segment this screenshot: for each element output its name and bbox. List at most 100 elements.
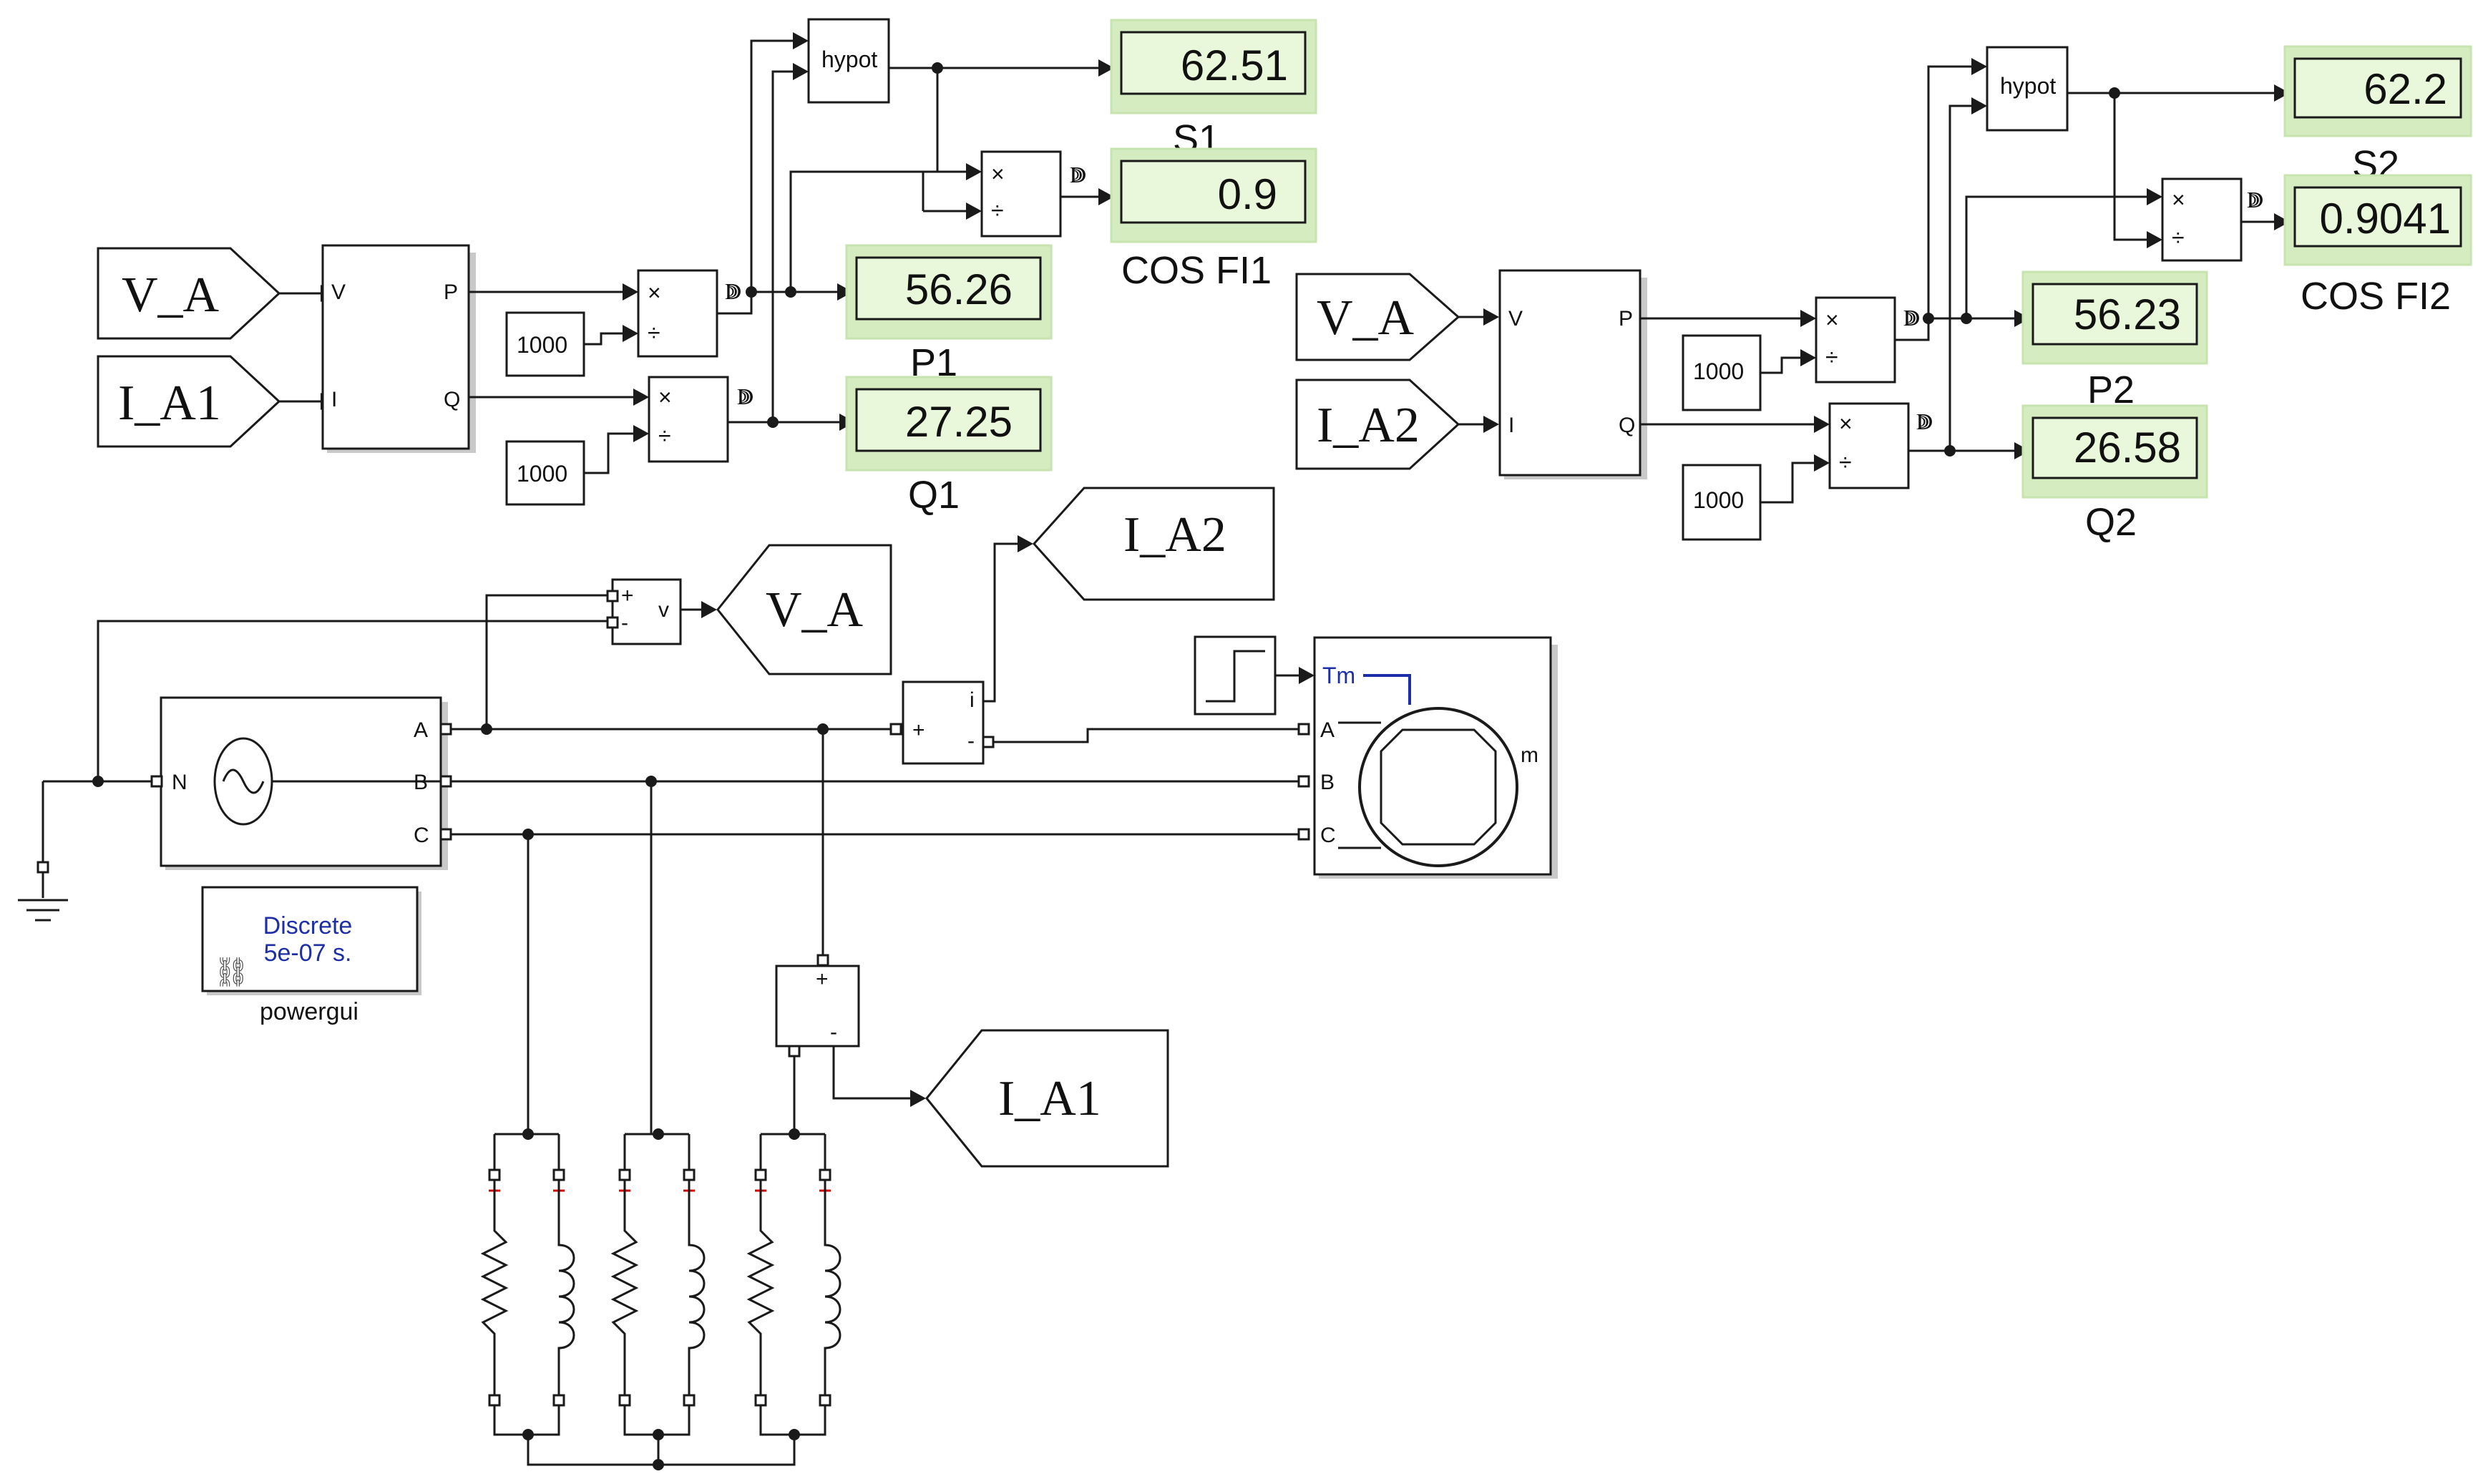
powergui-sample-time: 5e-07 s. (264, 939, 352, 967)
imeter2-minus: - (967, 729, 975, 753)
three-phase-source[interactable]: N A B C (150, 696, 452, 870)
display-q2-label: Q2 (2085, 501, 2137, 544)
divide-p2-div: ÷ (1825, 344, 1838, 370)
divide-block-cos1[interactable]: × ÷ (980, 150, 1062, 238)
divide-block-q2[interactable]: × ÷ (1828, 402, 1910, 489)
display-q2-value: 26.58 (2074, 424, 2181, 472)
constant-1000-p1[interactable]: 1000 (505, 311, 585, 377)
display-cos-fi2-value: 0.9041 (2319, 195, 2451, 243)
machine-port-c: C (1320, 824, 1336, 847)
display-p2-label: P2 (2087, 368, 2135, 411)
vmeter-minus: - (621, 611, 628, 635)
rl-load-phase-b[interactable] (610, 1128, 706, 1465)
hypot-1-label: hypot (821, 47, 877, 72)
machine-port-tm: Tm (1322, 663, 1355, 688)
from-tag-v-a-2-label: V_A (1317, 291, 1415, 346)
display-p2[interactable]: 56.23 (2021, 270, 2208, 365)
voltage-measurement-block[interactable]: + - v (606, 578, 682, 645)
from-tag-v-a-1[interactable]: V_A (97, 247, 281, 340)
pq2-port-i: I (1508, 414, 1514, 437)
source-port-b: B (414, 771, 428, 794)
constant-1000-p2[interactable]: 1000 (1682, 334, 1762, 411)
display-q2[interactable]: 26.58 (2021, 404, 2208, 499)
pq2-port-p: P (1619, 307, 1633, 331)
constant-p2-value: 1000 (1693, 358, 1744, 384)
divide-p1-mult: × (648, 280, 661, 306)
divide-q1-mult: × (658, 384, 672, 410)
measurement-group-2: V_A I_A2 V I P Q 1000 × ÷ ↇ (1295, 45, 2472, 544)
step-block[interactable] (1194, 635, 1277, 716)
pq-measurement-block-2[interactable]: V I P Q (1498, 269, 1647, 479)
pq2-port-v: V (1508, 307, 1523, 331)
from-tag-i-a2[interactable]: I_A2 (1295, 379, 1460, 470)
constant-p1-value: 1000 (517, 332, 567, 358)
divide-block-p1[interactable]: × ÷ (637, 269, 718, 358)
divide-q1-div: ÷ (658, 423, 671, 449)
machine-port-b: B (1320, 771, 1335, 794)
divide-q2-mult: × (1839, 411, 1853, 436)
display-q1[interactable]: 27.25 (845, 376, 1053, 472)
machine-stator-icon (1358, 707, 1518, 867)
machine-port-m: m (1521, 743, 1538, 767)
hypot-2-label: hypot (2000, 73, 2056, 99)
display-q1-label: Q1 (908, 474, 960, 517)
divide-p2-mult: × (1825, 307, 1839, 333)
constant-q1-value: 1000 (517, 461, 567, 487)
from-tag-i-a2-label: I_A2 (1317, 398, 1420, 453)
from-tag-i-a1[interactable]: I_A1 (97, 355, 281, 448)
display-cos-fi2[interactable]: 0.9041 (2283, 174, 2472, 266)
source-port-n: N (172, 771, 187, 794)
divide-cos1-div: ÷ (991, 197, 1004, 223)
machine-rotor-icon (1380, 728, 1497, 846)
from-tag-i-a1-label: I_A1 (118, 376, 221, 431)
display-cos-fi1[interactable]: 0.9 (1110, 147, 1317, 243)
link-icon: ⛓ (213, 957, 250, 988)
goto-tag-i-a2[interactable]: I_A2 (1032, 487, 1275, 601)
divide-block-cos2[interactable]: × ÷ (2161, 177, 2243, 262)
measurement-group-1: V_A I_A1 V I P Q 1000 × ÷ (97, 18, 1317, 517)
display-s2[interactable]: 62.2 (2283, 45, 2472, 137)
from-tag-v-a-2[interactable]: V_A (1295, 273, 1460, 361)
constant-1000-q2[interactable]: 1000 (1682, 464, 1762, 541)
constant-q2-value: 1000 (1693, 487, 1744, 513)
display-p2-value: 56.23 (2074, 291, 2181, 338)
constant-1000-q1[interactable]: 1000 (505, 440, 585, 506)
pq1-port-i: I (331, 388, 337, 411)
powergui-block[interactable]: Discrete 5e-07 s. ⛓ (201, 886, 421, 995)
power-circuit: N A B C + - v (18, 487, 1558, 1470)
powergui-mode: Discrete (263, 912, 353, 939)
signal-icon-cos1: ↇ (1070, 162, 1086, 187)
machine-port-a: A (1320, 718, 1335, 742)
pq1-port-p: P (444, 280, 458, 304)
induction-machine-block[interactable]: Tm A B C m (1297, 636, 1558, 879)
vmeter-out: v (658, 598, 669, 622)
hypot-block-2[interactable]: hypot (1986, 46, 2069, 132)
imeter2-out: i (970, 688, 975, 712)
goto-tag-v-a[interactable]: V_A (716, 544, 892, 675)
signal-icon-cos2: ↇ (2247, 187, 2263, 213)
divide-cos2-mult: × (2172, 187, 2185, 213)
divide-block-p2[interactable]: × ÷ (1815, 296, 1896, 384)
pq2-port-q: Q (1619, 414, 1635, 437)
display-s2-value: 62.2 (2364, 65, 2447, 113)
signal-icon-p2: ↇ (1903, 305, 1920, 331)
source-port-a: A (414, 718, 428, 742)
pq-measurement-block-1[interactable]: V I P Q (321, 244, 476, 453)
pq1-port-q: Q (444, 388, 460, 411)
display-s1-value: 62.51 (1181, 42, 1288, 89)
ground-symbol[interactable] (18, 781, 68, 922)
hypot-block-1[interactable]: hypot (807, 18, 890, 104)
divide-block-q1[interactable]: × ÷ (648, 376, 729, 463)
rl-load-phase-c[interactable] (746, 1128, 842, 1465)
signal-icon-q1: ↇ (737, 384, 753, 409)
display-p1[interactable]: 56.26 (845, 244, 1053, 340)
rl-load-phase-a[interactable] (480, 1128, 575, 1465)
current-measurement-block-1[interactable]: + - (775, 954, 860, 1058)
source-port-c: C (414, 824, 429, 847)
display-s1[interactable]: 62.51 (1110, 19, 1317, 114)
from-tag-v-a-1-label: V_A (122, 268, 220, 323)
goto-tag-i-a1-label: I_A1 (998, 1071, 1101, 1126)
imeter1-minus: - (830, 1020, 837, 1044)
goto-tag-i-a1[interactable]: I_A1 (925, 1029, 1169, 1168)
current-measurement-block-2[interactable]: + - i (889, 680, 995, 765)
